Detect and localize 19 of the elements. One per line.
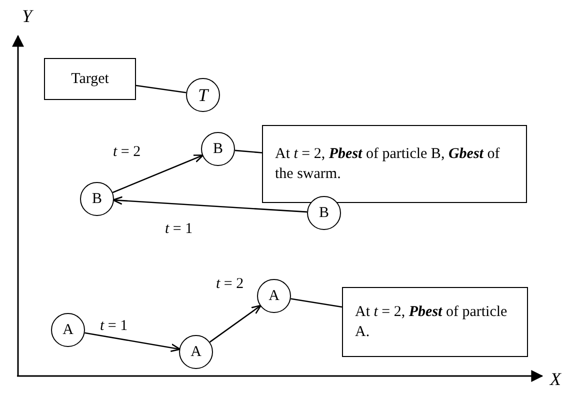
particle-circle: B — [80, 182, 114, 216]
arrow — [112, 154, 204, 194]
particle-circle: A — [51, 313, 85, 347]
leader-line — [290, 298, 342, 308]
arrow — [209, 304, 262, 343]
leader-line — [234, 150, 262, 154]
particle-circle: T — [186, 78, 220, 112]
particle-circle: A — [257, 279, 291, 313]
callout-box: At t = 2, Pbest of particle A. — [342, 287, 528, 357]
leader-line — [136, 84, 186, 94]
axis-label: Y — [22, 6, 32, 27]
arrow — [84, 332, 181, 352]
target-box: Target — [44, 58, 136, 100]
callout-box: At t = 2, Pbest of particle B, Gbest of the swarm. — [262, 125, 527, 203]
particle-circle: B — [307, 196, 341, 230]
axis-label: X — [550, 369, 561, 390]
particle-circle: B — [201, 132, 235, 166]
arrow — [112, 196, 308, 213]
particle-circle: A — [179, 335, 213, 369]
